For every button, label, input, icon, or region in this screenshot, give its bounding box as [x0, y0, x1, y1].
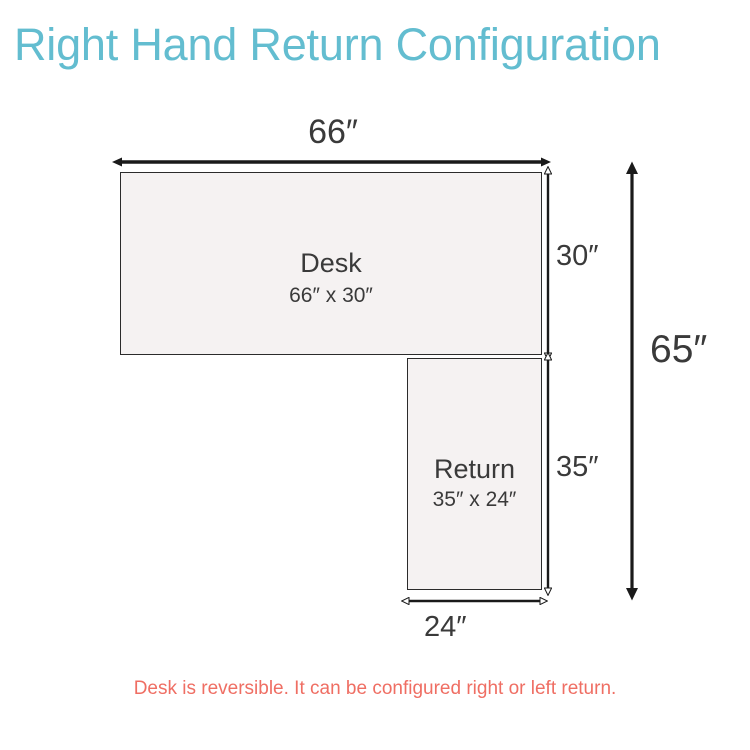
- dimension-label-return-width: 24″: [424, 611, 467, 643]
- return-panel-dimensions: 35″ x 24″: [432, 488, 517, 511]
- dimension-label-overall-depth: 65″: [650, 328, 708, 371]
- desk-panel: Desk 66″ x 30″: [120, 172, 542, 355]
- reversible-note: Desk is reversible. It can be configured…: [133, 678, 617, 699]
- page-title: Right Hand Return Configuration: [14, 19, 661, 70]
- desk-panel-label: Desk: [300, 248, 362, 278]
- desk-panel-dimensions: 66″ x 30″: [289, 284, 373, 307]
- return-panel-label: Return: [433, 454, 516, 484]
- dimension-label-desk-width: 66″: [308, 113, 358, 151]
- dimension-label-return-length: 35″: [556, 451, 599, 483]
- dimension-label-desk-depth: 30″: [556, 240, 599, 272]
- return-panel: Return 35″ x 24″: [407, 358, 542, 590]
